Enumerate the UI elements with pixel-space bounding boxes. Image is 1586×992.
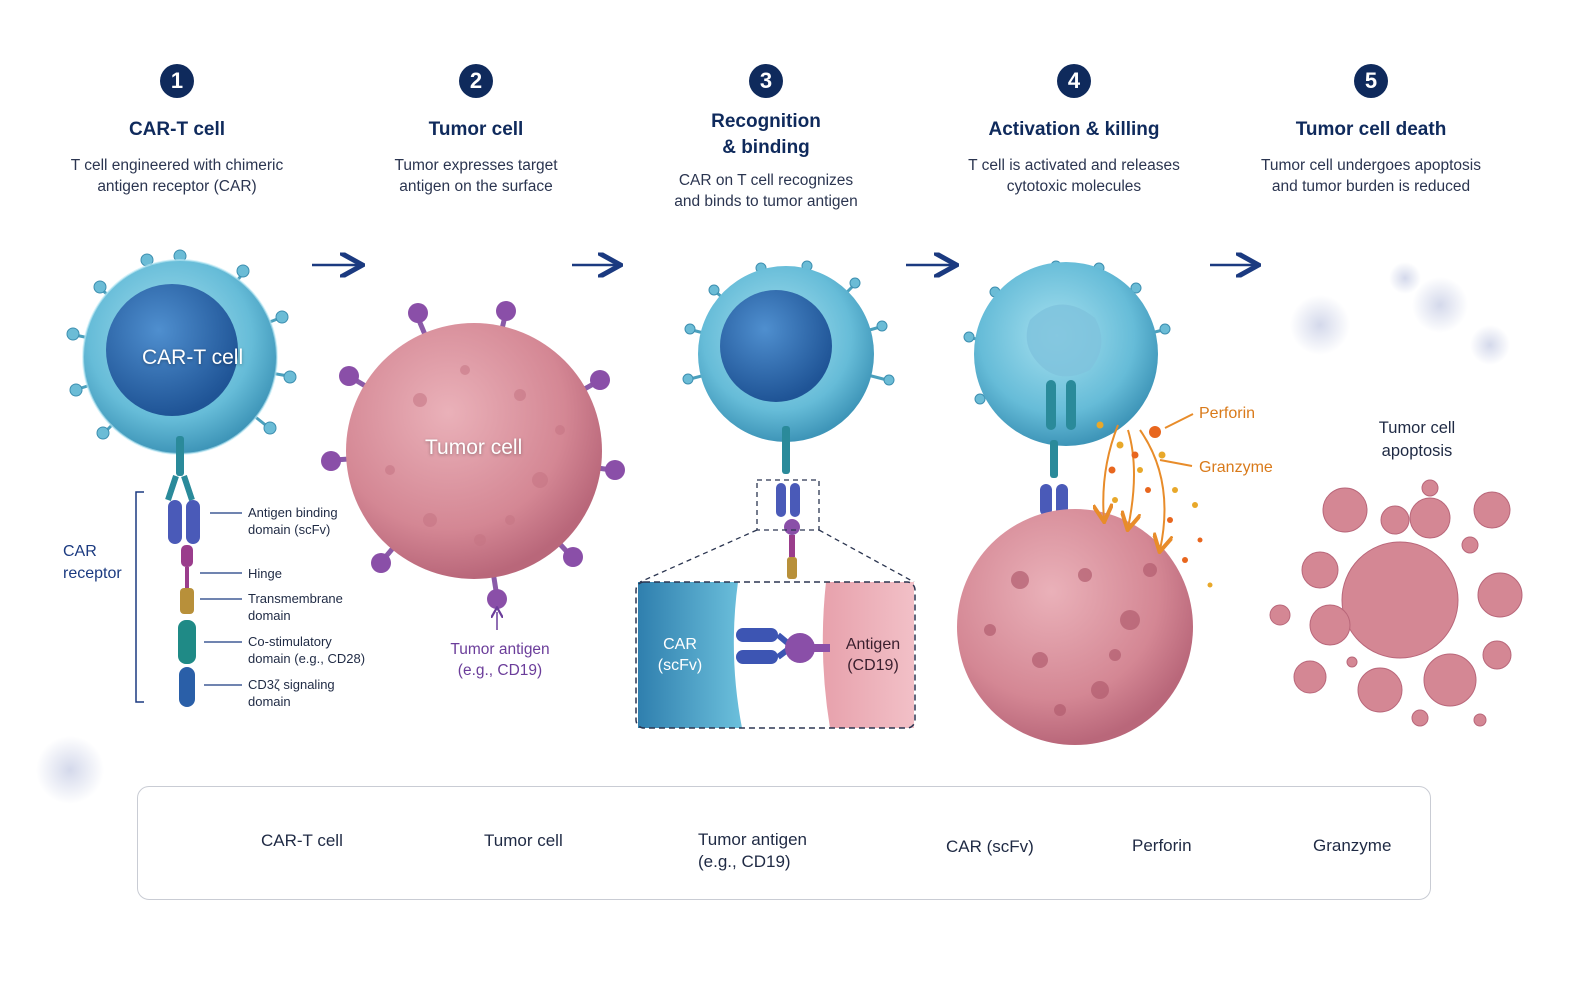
activation-killing-illustration [957,260,1213,745]
granzyme-label: Granzyme [1199,459,1273,476]
step-3: 3 Recognition & binding CAR on T cell re… [621,64,911,212]
step-2: 2 Tumor cell Tumor expresses target anti… [331,64,621,197]
tumor-cell-label: Tumor cell [425,436,523,459]
car-receptor-label: CAR receptor [63,543,122,582]
step-description: CAR on T cell recognizes and binds to tu… [674,172,858,210]
inset-car-label: CAR (scFv) [657,636,703,674]
apoptosis-illustration [1269,479,1523,727]
step-5: 5 Tumor cell death Tumor cell undergoes … [1226,64,1516,197]
recognition-binding-illustration [635,260,916,729]
step-title: Recognition & binding [711,111,821,158]
legend-label-tumor-antigen: Tumor antigen (e.g., CD19) [698,830,807,871]
step-title: CAR-T cell [128,119,226,140]
step-1: 1 CAR-T cell T cell engineered with chim… [32,64,322,197]
step-description: T cell engineered with chimeric antigen … [70,157,284,195]
domain-label-costimulatory: Co-stimulatory domain (e.g., CD28) [248,634,366,666]
step-description: Tumor expresses target antigen on the su… [394,157,558,195]
step-4: 4 Activation & killing T cell is activat… [929,64,1219,197]
step-number-badge: 2 [459,64,493,98]
inset-antigen-label: Antigen (CD19) [845,636,901,674]
binding-inset [635,581,916,729]
legend-label-perforin: Perforin [1132,836,1192,855]
car-t-cell-illustration [66,249,297,707]
domain-label-scfv: Antigen binding domain (scFv) [248,505,338,537]
domain-label-cd3z: CD3ζ signaling domain [248,677,335,709]
legend-label-car-t-cell: CAR-T cell [261,831,343,850]
legend: CAR-T cell Tumor cell Tumor antigen (e.g… [137,786,1431,900]
step-number-badge: 3 [749,64,783,98]
step-number-badge: 1 [160,64,194,98]
tumor-antigen-label: Tumor antigen (e.g., CD19) [450,641,550,679]
car-t-cell-label: CAR-T cell [142,346,244,369]
domain-label-hinge: Hinge [248,566,282,581]
perforin-label: Perforin [1199,405,1256,422]
domain-label-transmembrane: Transmembrane domain [248,591,343,623]
step-title: Tumor cell [428,119,524,140]
legend-label-car-scfv: CAR (scFv) [946,837,1034,856]
step-description: T cell is activated and releases cytotox… [968,157,1180,195]
legend-label-tumor-cell: Tumor cell [484,831,563,850]
step-number-badge: 4 [1057,64,1091,98]
step-title: Activation & killing [988,119,1160,140]
step-description: Tumor cell undergoes apoptosis and tumor… [1261,157,1481,195]
step-number-badge: 5 [1354,64,1388,98]
legend-label-granzyme: Granzyme [1313,836,1392,855]
step-title: Tumor cell death [1295,119,1447,140]
tumor-cell-illustration [321,301,625,630]
apoptosis-label: Tumor cell apoptosis [1378,419,1456,460]
